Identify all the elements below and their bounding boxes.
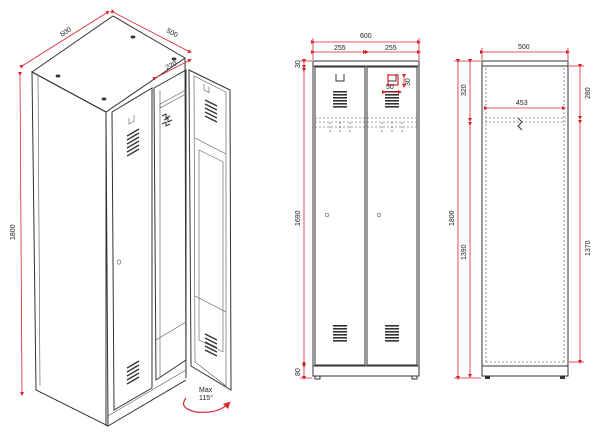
cabinet-left-side [31, 71, 109, 427]
top-hole [130, 35, 136, 39]
side-inner-depth: 453 [516, 100, 528, 107]
key-slot [387, 74, 399, 86]
front-plinth [312, 365, 420, 377]
front-body [312, 60, 420, 367]
front-total-width: 600 [360, 33, 372, 40]
left-door-top-vents [126, 128, 140, 157]
side-depth: 500 [518, 44, 530, 51]
right-door-bottom-vents [204, 333, 218, 357]
front-left-door [314, 66, 366, 366]
front-right-door [366, 66, 418, 366]
front-slot-height: 30 [405, 78, 412, 86]
swing-label-max: Max [199, 387, 213, 394]
front-door-height: 1690 [295, 210, 302, 226]
hook-icon [517, 117, 523, 131]
side-view: 500 453 320 280 1800 1390 1370 [449, 44, 592, 380]
top-hole [55, 74, 61, 78]
left-door-bottom-vents [126, 360, 140, 385]
door-reinforcement [198, 149, 224, 353]
side-lower-right: 1370 [585, 240, 592, 256]
right-door-top-vents [204, 99, 218, 123]
front-right-width: 255 [385, 45, 397, 52]
front-top-gap: 30 [295, 60, 302, 68]
front-right-bottom-vents [385, 325, 399, 342]
swing-arrow-icon [183, 397, 231, 413]
lock-icon [376, 212, 382, 218]
label-holder [203, 84, 210, 93]
lock-icon [324, 212, 330, 218]
front-left-top-vents [333, 91, 347, 108]
cabinet-top [31, 15, 186, 113]
side-lower-left: 1390 [461, 244, 468, 260]
top-hole [101, 97, 107, 101]
swing-label-angle: 115° [199, 394, 213, 402]
label-holder [335, 74, 345, 82]
front-left-width: 255 [334, 45, 346, 52]
left-door [111, 87, 153, 411]
iso-compartment-label: 220 [165, 60, 179, 72]
side-top-left: 320 [461, 84, 468, 96]
lock-icon [117, 259, 121, 265]
hook-icon [161, 113, 173, 127]
front-right-top-vents [385, 91, 399, 108]
label-holder [128, 115, 135, 125]
front-view: 600 255 255 30 1690 80 50 30 [295, 33, 421, 380]
front-slot-width: 50 [386, 84, 394, 91]
iso-width-label: 600 [59, 26, 73, 38]
side-total-height: 1800 [449, 210, 456, 226]
isometric-view: 600 500 1800 220 Max 115° [10, 9, 232, 427]
front-left-bottom-vents [333, 325, 347, 342]
side-plinth [481, 365, 569, 377]
right-door-open [188, 69, 232, 391]
front-plinth-height: 80 [295, 368, 302, 376]
side-top-right: 280 [585, 87, 592, 99]
iso-height-label: 1800 [10, 224, 17, 240]
iso-depth-label: 500 [165, 28, 179, 40]
